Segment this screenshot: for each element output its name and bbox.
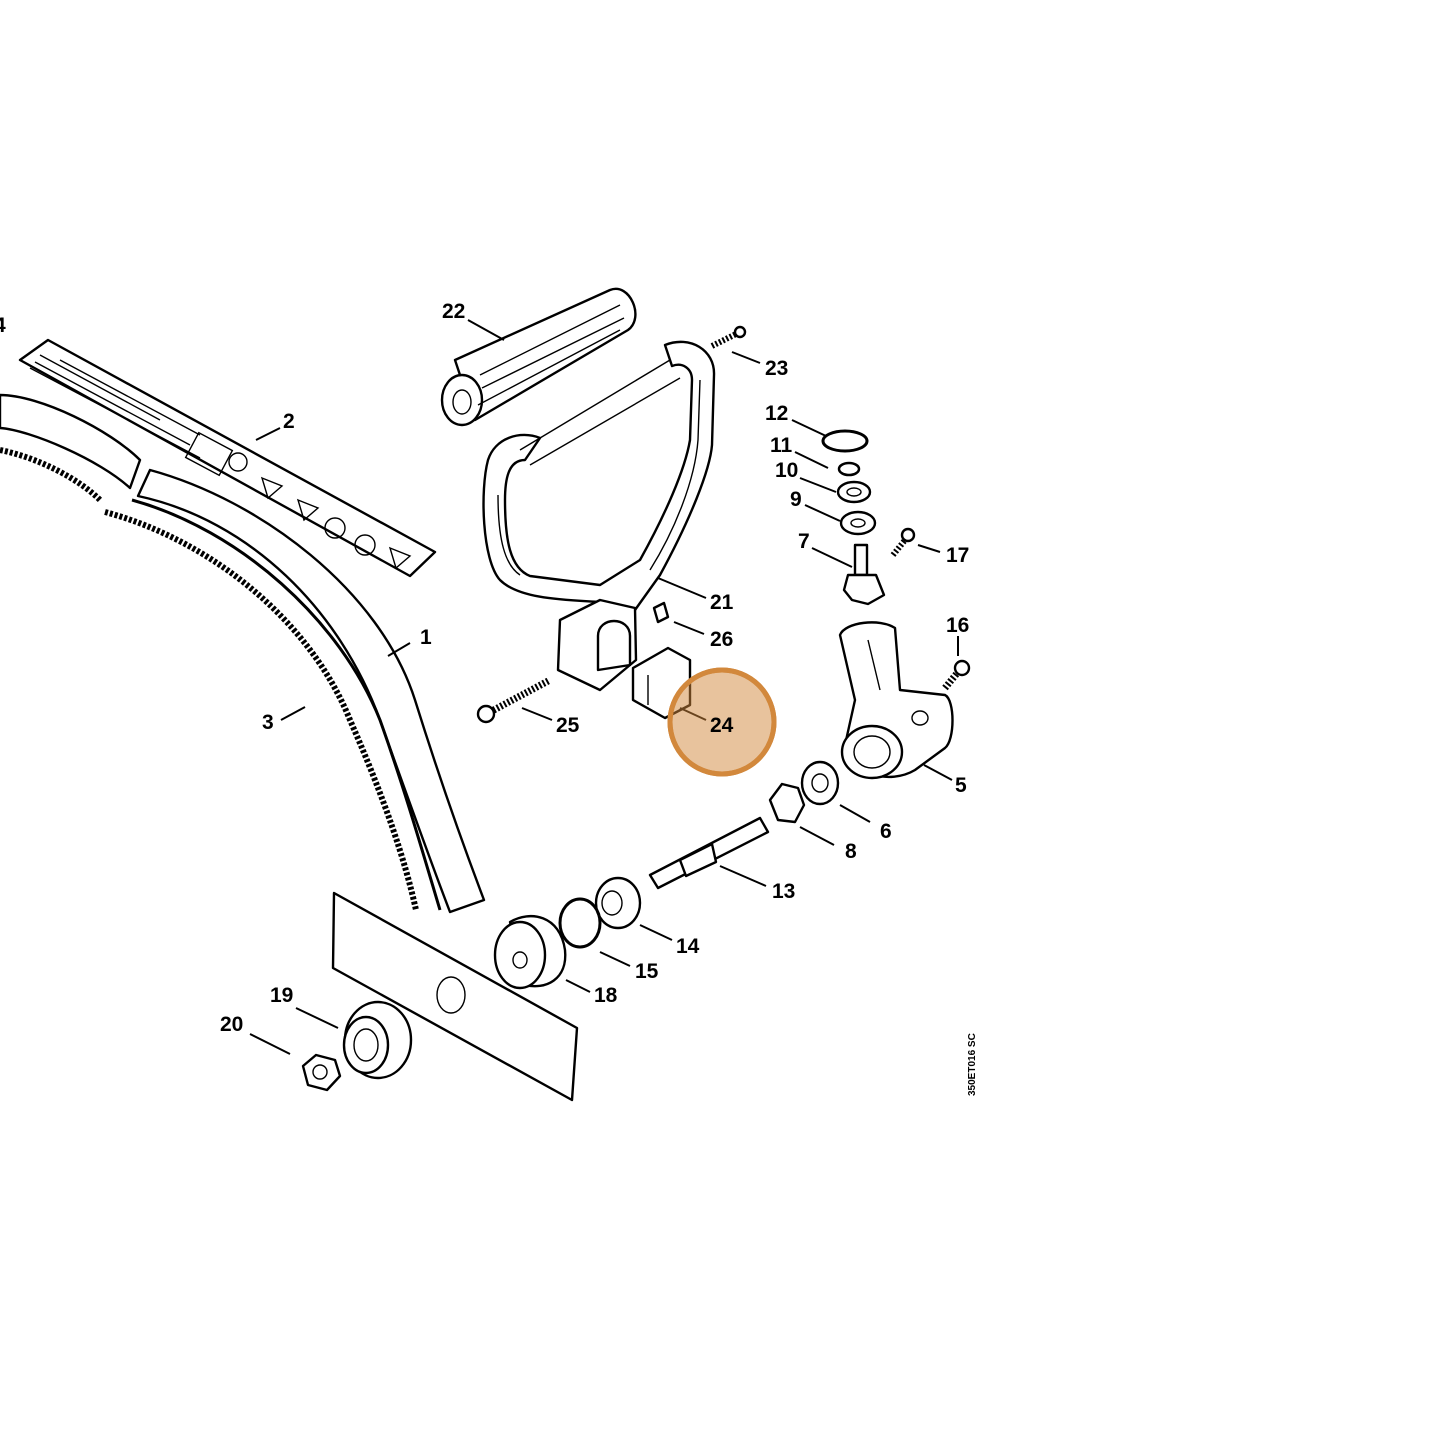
diagram-code: 350ET016 SC xyxy=(967,1033,978,1096)
part-10-bearing xyxy=(836,480,872,504)
part-8-bevel-gear xyxy=(768,782,806,824)
label-11: 11 xyxy=(770,434,793,457)
part-22-grip xyxy=(440,287,637,427)
label-14: 14 xyxy=(676,935,700,958)
label-2: 2 xyxy=(283,410,295,433)
label-24: 24 xyxy=(710,714,734,737)
part-9-bearing xyxy=(839,510,877,536)
part-1-drive-tube xyxy=(0,393,486,914)
label-22: 22 xyxy=(442,300,465,323)
part-19-thrust-washer xyxy=(342,1000,413,1080)
label-17: 17 xyxy=(946,544,969,567)
part-2-warning-label xyxy=(18,338,437,578)
label-26: 26 xyxy=(710,628,733,651)
part-12-circlip xyxy=(821,429,869,453)
label-20: 20 xyxy=(220,1013,243,1036)
label-23: 23 xyxy=(765,357,788,380)
part-15-circlip xyxy=(558,897,602,949)
part-13-shaft xyxy=(648,816,770,890)
part-26-nut xyxy=(652,601,670,624)
label-3: 3 xyxy=(262,711,274,734)
label-25: 25 xyxy=(556,714,580,737)
highlight-ring xyxy=(667,667,777,777)
label-12: 12 xyxy=(765,402,788,425)
label-19: 19 xyxy=(270,984,293,1007)
part-18-thrust-plate xyxy=(493,914,567,990)
part-14-bearing xyxy=(594,876,642,930)
part-11-ring xyxy=(837,461,861,477)
label-1: 1 xyxy=(420,626,432,649)
blade-plate xyxy=(331,891,579,1102)
label-13: 13 xyxy=(772,880,795,903)
label-15: 15 xyxy=(635,960,659,983)
label-4-partial: 4 xyxy=(0,314,6,337)
label-7: 7 xyxy=(798,530,810,553)
label-6: 6 xyxy=(880,820,892,843)
part-7-bevel-gear xyxy=(842,543,886,606)
part-16-screw xyxy=(942,659,971,691)
part-6-bearing xyxy=(800,760,840,806)
label-18: 18 xyxy=(594,984,618,1007)
label-8: 8 xyxy=(845,840,857,863)
part-21-loop-handle xyxy=(482,340,716,692)
part-labels: 1 2 3 5 6 7 8 9 10 11 12 13 14 15 16 17 … xyxy=(0,300,969,1036)
label-5: 5 xyxy=(955,774,967,797)
part-23-screw xyxy=(710,325,747,349)
label-16: 16 xyxy=(946,614,969,637)
part-25-screw xyxy=(476,676,552,724)
label-9: 9 xyxy=(790,488,802,511)
part-3-drive-shaft xyxy=(0,447,442,911)
label-10: 10 xyxy=(775,459,798,482)
label-21: 21 xyxy=(710,591,734,614)
part-20-nut xyxy=(301,1053,342,1092)
part-17-screw xyxy=(890,527,916,557)
part-5-gear-housing xyxy=(838,621,954,780)
